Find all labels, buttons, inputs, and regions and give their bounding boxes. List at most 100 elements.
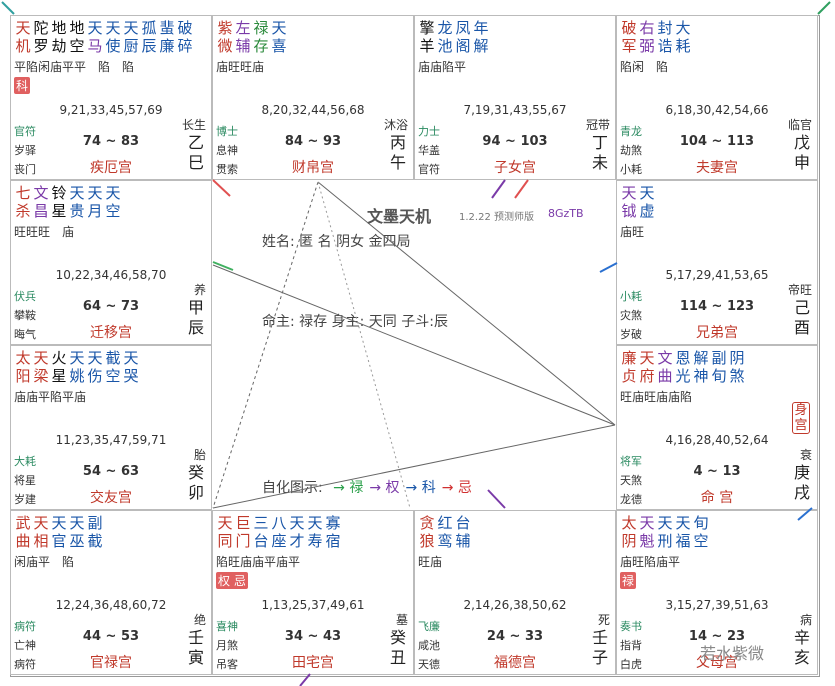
brightness: 旺旺旺 庙 <box>14 225 75 239</box>
god-1: 伏兵 <box>14 290 36 303</box>
star-char: 辅 <box>455 532 471 550</box>
star-char: 文 <box>33 184 49 202</box>
gods: 博士息神贯索 <box>216 122 238 179</box>
sihua-item: → 禄 <box>333 480 363 496</box>
star-char: 恩 <box>675 349 691 367</box>
stars: 天陀地地天天天孤蜚破机罗劫空马使厨辰廉碎 <box>14 19 194 55</box>
age-range: 34 ~ 43 <box>284 629 342 644</box>
palace-name: 田宅宫 <box>292 655 334 671</box>
arrow-icon <box>491 179 506 199</box>
star-char: 巨 <box>235 514 251 532</box>
god-3: 天德 <box>418 658 440 671</box>
star-char: 红 <box>437 514 453 532</box>
stars: 七文铃天天天杀昌星贵月空 <box>14 184 122 220</box>
palace-name: 父母宫 <box>696 655 738 671</box>
star-char: 光 <box>675 367 691 385</box>
star-char: 喜 <box>271 37 287 55</box>
growth-stage: 绝 <box>193 613 206 627</box>
star-char: 太 <box>15 349 31 367</box>
growth-stage: 沐浴 <box>383 118 408 132</box>
star-char: 福 <box>675 532 691 550</box>
stars: 太天火天天截天阳梁星姚伤空哭 <box>14 349 140 385</box>
star-char: 贞 <box>621 367 637 385</box>
star-char: 空 <box>69 37 85 55</box>
sihua-item: → 科 <box>406 480 436 496</box>
app-title: 文墨天机 <box>367 207 432 226</box>
star-char: 蜚 <box>159 19 175 37</box>
branch: 子 <box>591 648 608 667</box>
star-char: 马 <box>87 37 103 55</box>
star-char: 天 <box>639 514 655 532</box>
star-char: 池 <box>437 37 453 55</box>
sihua-item-label: 禄 <box>349 480 364 496</box>
star-char: 阴 <box>729 349 745 367</box>
brightness: 陷旺庙庙平庙平 <box>216 555 301 569</box>
age-range: 64 ~ 73 <box>82 299 140 314</box>
center-panel: 文墨天机 1.2.22 预测师版 8GzTB 姓名: 匿 名 阴女 金四局 命主… <box>212 181 616 509</box>
star-char: 羊 <box>419 37 435 55</box>
gods: 官符岁驿丧门 <box>14 122 36 179</box>
star-char: 贵 <box>69 202 85 220</box>
brightness: 旺庙 <box>418 555 443 569</box>
stem: 丁 <box>591 133 608 152</box>
stars: 廉天文恩解副阴贞府曲光神旬煞 <box>620 349 746 385</box>
ages: 11,23,35,47,59,71 <box>55 433 167 447</box>
age-range: 84 ~ 93 <box>284 134 342 149</box>
growth-stage: 墓 <box>395 613 408 627</box>
star-char: 副 <box>711 349 727 367</box>
palace-name: 子女宫 <box>494 160 536 176</box>
gods: 大耗将星岁建 <box>14 452 36 509</box>
stem-branch: 甲辰 <box>187 298 205 338</box>
god-1: 官符 <box>14 125 36 138</box>
star-char: 截 <box>105 349 121 367</box>
god-3: 小耗 <box>620 163 642 176</box>
star-char: 月 <box>87 202 103 220</box>
god-2: 攀鞍 <box>14 309 36 322</box>
branch: 未 <box>591 153 608 172</box>
star-char: 文 <box>657 349 673 367</box>
stem-branch: 己酉 <box>793 298 811 338</box>
star-char: 微 <box>217 37 233 55</box>
star-char: 紫 <box>217 19 233 37</box>
star-char: 天 <box>639 349 655 367</box>
star-char: 火 <box>51 349 67 367</box>
star-char: 姚 <box>69 367 85 385</box>
star-char: 右 <box>639 19 655 37</box>
growth-stage: 死 <box>597 613 610 627</box>
star-char: 天 <box>69 514 85 532</box>
ages: 7,19,31,43,55,67 <box>463 103 567 117</box>
god-1: 博士 <box>216 125 238 138</box>
stem: 癸 <box>187 463 204 482</box>
arrow-icon <box>1 1 15 15</box>
star-char: 天 <box>33 349 49 367</box>
star-char: 曲 <box>657 367 673 385</box>
star-char: 天 <box>105 19 121 37</box>
ages: 2,14,26,38,50,62 <box>463 598 567 612</box>
star-char: 地 <box>51 19 67 37</box>
star-char: 贪 <box>419 514 435 532</box>
star-char: 军 <box>621 37 637 55</box>
ages: 8,20,32,44,56,68 <box>261 103 365 117</box>
arrow-icon <box>212 179 231 197</box>
star-char: 龙 <box>437 19 453 37</box>
palace-name: 交友宫 <box>90 490 132 506</box>
growth-stage: 帝旺 <box>787 283 812 297</box>
palace-name: 官禄宫 <box>90 655 132 671</box>
arrow-icon: → <box>441 480 454 496</box>
gods: 伏兵攀鞍晦气 <box>14 287 36 344</box>
growth-stage: 临官 <box>787 118 812 132</box>
star-char: 孤 <box>141 19 157 37</box>
